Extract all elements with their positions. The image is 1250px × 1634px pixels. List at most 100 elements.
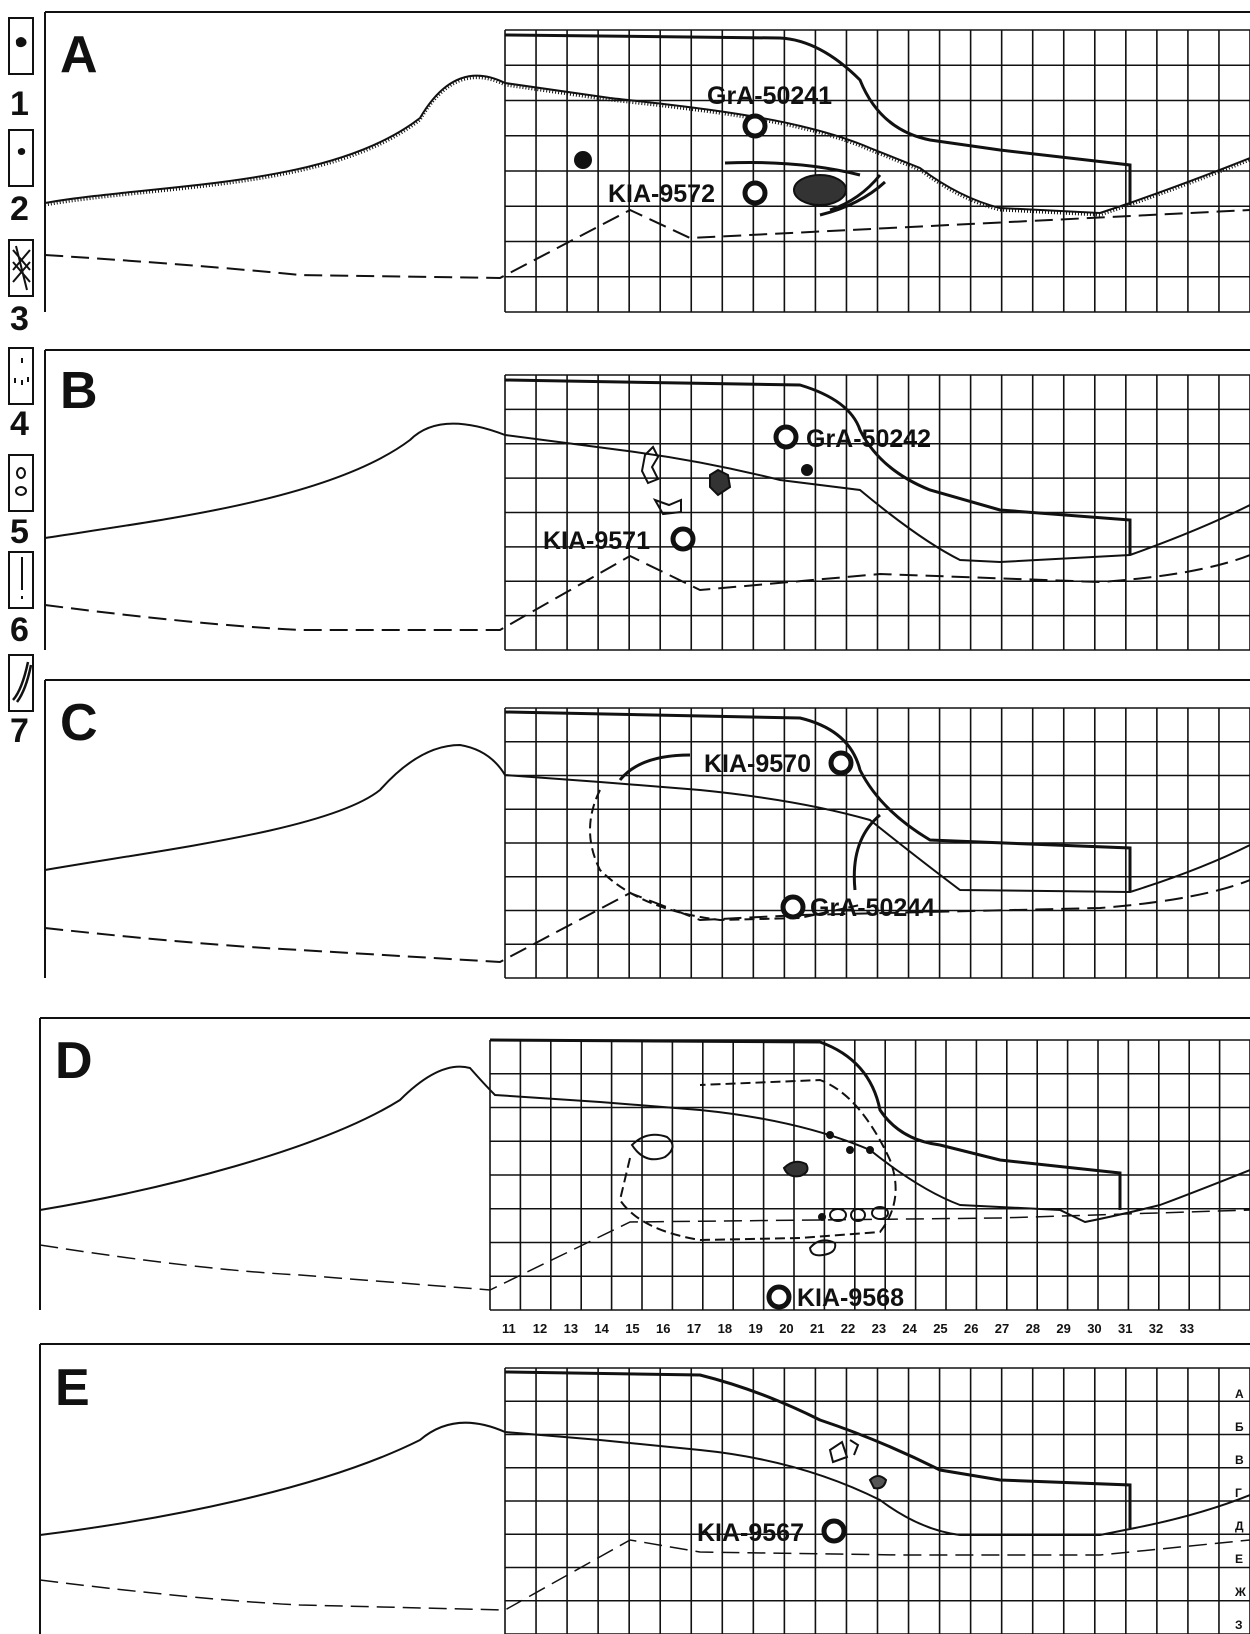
sample-label-d1: KIA-9568: [797, 1284, 904, 1312]
grid-row-label: Г: [1235, 1486, 1242, 1500]
panel-b-finds: [640, 445, 813, 516]
grid-column-label: 14: [594, 1321, 609, 1336]
panel-c-frame: [44, 679, 1250, 978]
panel-a-grid: [504, 29, 1250, 313]
panel-d-finds: [630, 1131, 889, 1257]
grid-lines: [504, 374, 1250, 651]
panel-a-dark-spot: [793, 174, 847, 206]
sample-marker-b2: [670, 526, 696, 552]
grid-column-label: 19: [748, 1321, 762, 1336]
grid-column-label: 15: [625, 1321, 639, 1336]
panel-b-frame: [44, 349, 1250, 650]
grid-column-label: 24: [902, 1321, 917, 1336]
grid-column-label: 20: [779, 1321, 793, 1336]
stones-outline-icon: [15, 467, 27, 496]
grid-row-label: Е: [1235, 1552, 1243, 1566]
sample-label-c2: GrA-50244: [810, 894, 935, 922]
legend-item-3: 3: [8, 239, 34, 338]
panel-c-surface: [44, 743, 1250, 894]
panel-label-c: C: [60, 694, 98, 752]
grid-column-label: 25: [933, 1321, 947, 1336]
panel-c-top-layer: [504, 710, 1132, 892]
legend-number-2: 2: [10, 190, 29, 228]
panel-label-b: B: [60, 362, 98, 420]
panel-e-grid: [504, 1367, 1250, 1634]
grid-column-label: 12: [533, 1321, 547, 1336]
grid-column-label: 11: [502, 1321, 516, 1336]
grid-lines: [504, 1367, 1250, 1634]
dark-spot-icon: [15, 37, 27, 48]
panel-c-grid: [504, 707, 1250, 979]
sample-marker-a2: [742, 180, 768, 206]
grid-column-label: 21: [810, 1321, 824, 1336]
panel-b-top-layer: [504, 378, 1132, 555]
legend-number-1: 1: [10, 85, 29, 123]
sample-label-c1: KIA-9570: [704, 750, 811, 778]
scatter-marks-icon: [14, 358, 29, 385]
grid-lines: [504, 707, 1250, 979]
grid-row-label: Д: [1235, 1519, 1244, 1533]
curved-object-icon: [12, 661, 33, 703]
panel-e-finds: [828, 1439, 888, 1490]
grid-column-label: 31: [1118, 1321, 1132, 1336]
sample-label-b1: GrA-50242: [806, 425, 931, 453]
panel-e-surface: [39, 1421, 1250, 1536]
legend-number-6: 6: [10, 611, 29, 649]
sample-marker-b1: [773, 424, 799, 450]
grid-row-label: З: [1235, 1618, 1243, 1632]
legend-number-3: 3: [10, 300, 29, 338]
panel-d-surface: [39, 1065, 1250, 1224]
panel-label-d: D: [55, 1032, 93, 1090]
sample-label-e1: KIA-9567: [697, 1519, 804, 1547]
grid-column-label: 16: [656, 1321, 670, 1336]
grid-row-label: В: [1235, 1453, 1244, 1467]
legend-item-4: 4: [8, 347, 34, 443]
sample-marker-d1: [766, 1284, 792, 1310]
grid-column-label: 18: [718, 1321, 732, 1336]
grid-column-label: 32: [1149, 1321, 1163, 1336]
legend-item-6: 6: [8, 551, 34, 649]
panel-d-base-line: [39, 1209, 1250, 1291]
panel-e-base-line: [39, 1539, 1250, 1611]
grid-column-label: 33: [1180, 1321, 1194, 1336]
panel-d-grid: [489, 1039, 1250, 1311]
grid-lines: [504, 29, 1250, 313]
panel-a-surface-hatch: [44, 74, 1250, 215]
panel-label-e: E: [55, 1359, 90, 1417]
legend: 1 2 3 4 5 6: [8, 17, 34, 750]
sample-marker-a1: [742, 113, 768, 139]
panel-a: A GrA-50241 KIA-9572: [44, 11, 1250, 313]
panel-d: D KIA-9568: [39, 1017, 1250, 1312]
sample-label-a1: GrA-50241: [707, 82, 832, 110]
panel-a-base-line: [44, 208, 1250, 280]
grid-column-label: 23: [872, 1321, 886, 1336]
panel-d-top-layer: [489, 1038, 1122, 1210]
legend-item-7: 7: [8, 654, 34, 750]
small-bone-icon: [17, 148, 26, 155]
panel-c-pit-line: [589, 789, 861, 922]
sample-marker-c2: [780, 894, 806, 920]
legend-item-2: 2: [8, 129, 34, 228]
panel-c: C KIA-9570 GrA-50244: [44, 679, 1250, 979]
panel-d-pit-line: [618, 1078, 897, 1242]
panel-c-base-line: [44, 879, 1250, 964]
panel-a-frame: [44, 11, 1250, 312]
grid-column-label: 27: [995, 1321, 1009, 1336]
legend-number-5: 5: [10, 513, 29, 551]
panel-d-frame: [39, 1017, 1250, 1310]
panel-b: B GrA-50242 KIA-9571: [44, 349, 1250, 651]
grid-column-label: 29: [1056, 1321, 1070, 1336]
panel-a-top-layer: [504, 33, 1132, 205]
panel-c-dark-line: [618, 753, 881, 891]
legend-number-4: 4: [10, 405, 29, 443]
grid-column-label: 28: [1026, 1321, 1040, 1336]
grid-row-label: Б: [1235, 1420, 1244, 1434]
legend-number-7: 7: [10, 712, 29, 750]
sample-label-a2: KIA-9572: [608, 180, 715, 208]
legend-item-5: 5: [8, 454, 34, 551]
sample-marker-c1: [828, 750, 854, 776]
grid-row-label: А: [1235, 1387, 1244, 1401]
